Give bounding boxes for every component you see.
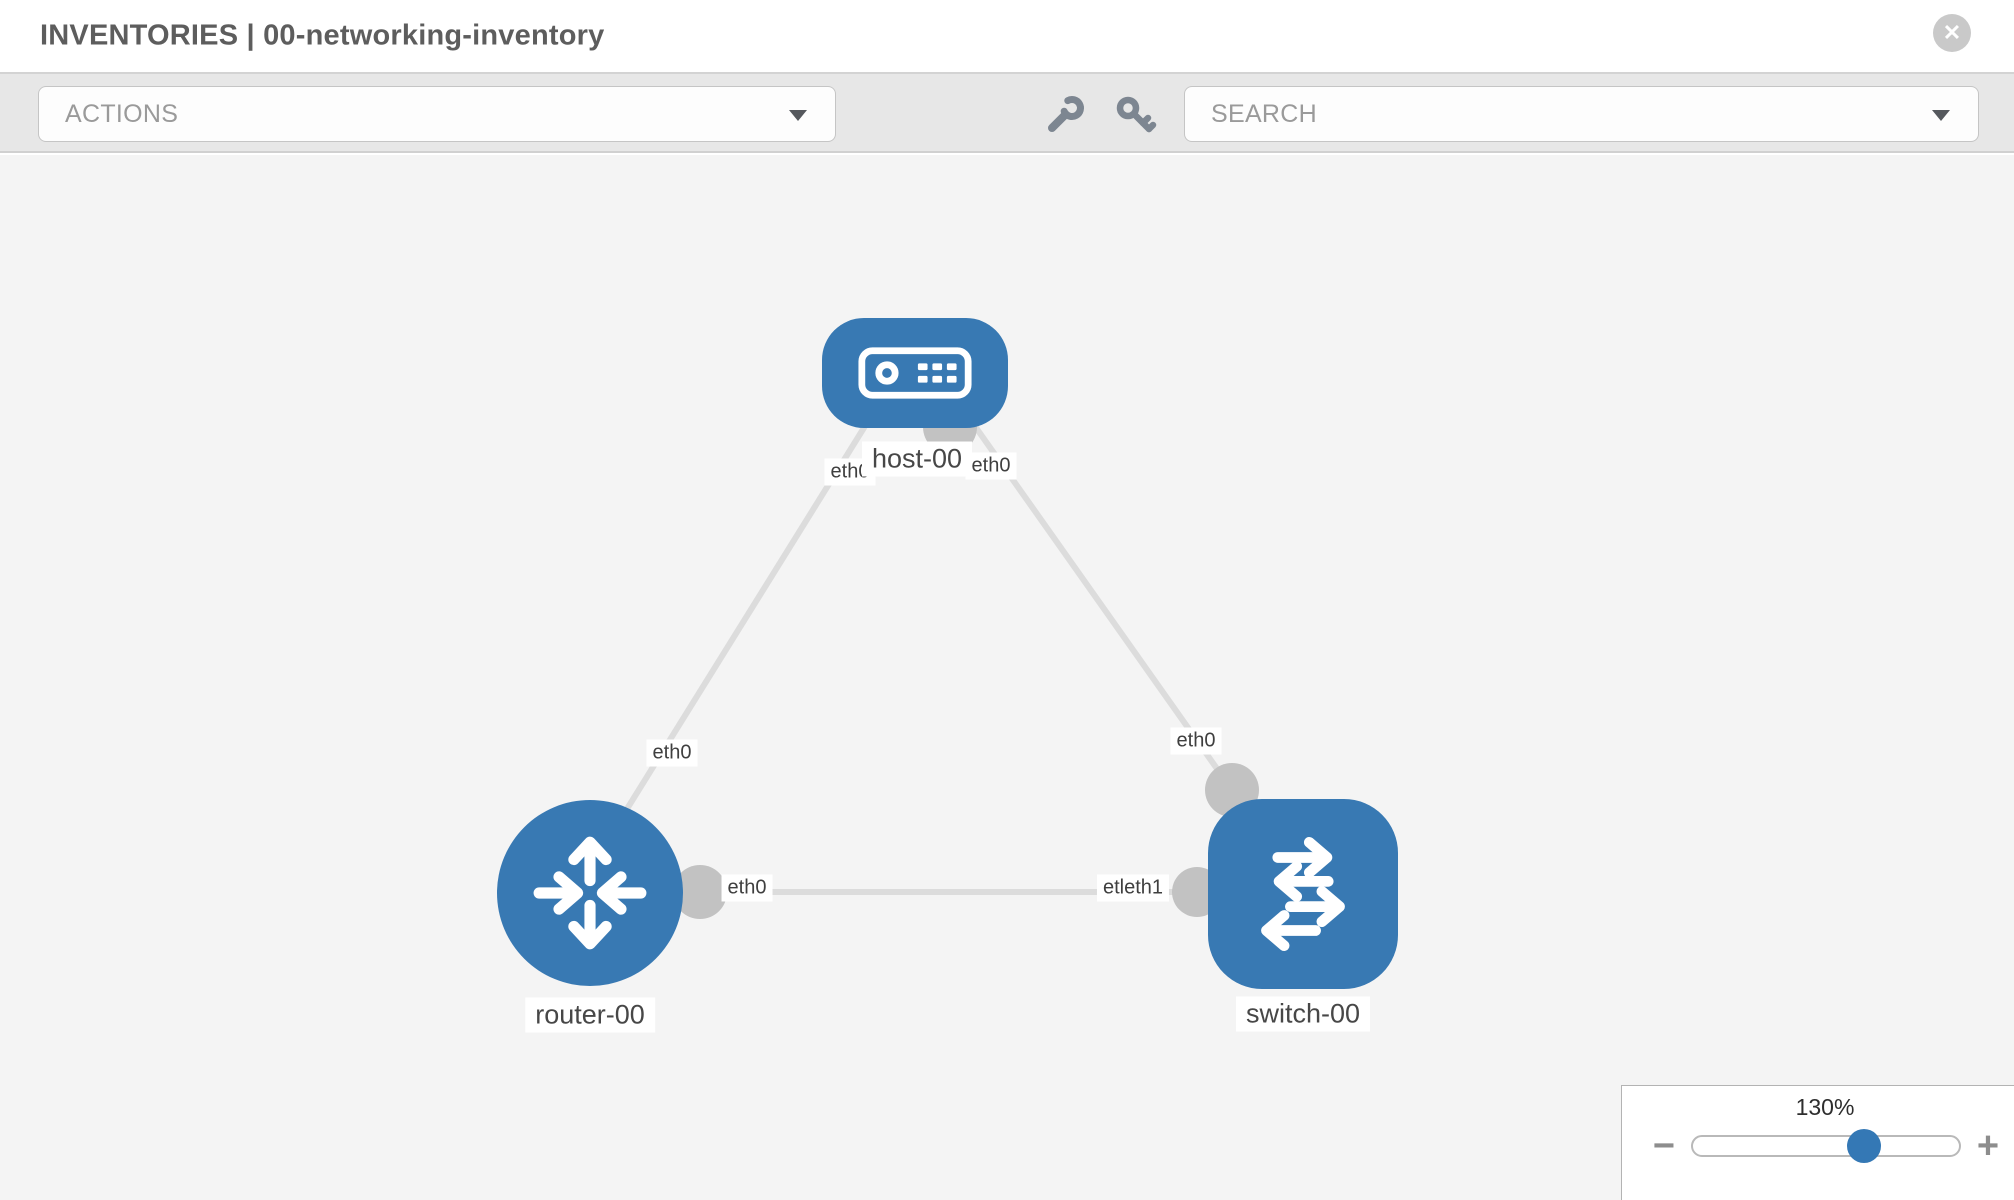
search-dropdown[interactable]: SEARCH bbox=[1184, 86, 1979, 142]
zoom-slider-track[interactable] bbox=[1691, 1135, 1961, 1157]
chevron-down-icon bbox=[1932, 110, 1950, 121]
header: INVENTORIES | 00-networking-inventory ✕ bbox=[0, 0, 2014, 72]
topology-canvas: eth0 eth0 eth0 eth0 eth0 etleth1 host-00… bbox=[0, 155, 2014, 1200]
iface-label: eth0 bbox=[965, 452, 1017, 480]
iface-label: eth0 bbox=[1170, 727, 1222, 755]
search-dropdown-label: SEARCH bbox=[1211, 99, 1317, 128]
key-icon bbox=[1116, 96, 1157, 133]
iface-label: eth0 bbox=[646, 739, 698, 767]
close-icon: ✕ bbox=[1942, 20, 1962, 45]
zoom-panel: 130% − + bbox=[1621, 1085, 2014, 1200]
node-label-host: host-00 bbox=[861, 441, 973, 477]
credentials-button[interactable] bbox=[1110, 90, 1160, 140]
actions-dropdown-label: ACTIONS bbox=[65, 99, 179, 128]
node-host-00[interactable] bbox=[822, 318, 1008, 428]
chevron-down-icon bbox=[789, 110, 807, 121]
host-icon bbox=[858, 347, 972, 399]
topology-links-layer bbox=[609, 400, 1259, 919]
node-router-00[interactable] bbox=[497, 800, 683, 986]
zoom-in-button[interactable]: + bbox=[1976, 1125, 2000, 1167]
iface-label: eth0 bbox=[721, 874, 773, 902]
router-icon bbox=[533, 836, 647, 950]
iface-label: etleth1 bbox=[1096, 874, 1170, 902]
close-button[interactable]: ✕ bbox=[1933, 14, 1971, 52]
node-label-router: router-00 bbox=[525, 997, 655, 1033]
wrench-icon bbox=[1048, 96, 1084, 132]
zoom-slider-thumb[interactable] bbox=[1847, 1129, 1881, 1163]
node-switch-00[interactable] bbox=[1208, 799, 1398, 989]
zoom-level-value: 130% bbox=[1795, 1094, 1855, 1120]
actions-dropdown[interactable]: ACTIONS bbox=[38, 86, 836, 142]
interface-connector bbox=[673, 865, 727, 919]
switch-icon bbox=[1261, 836, 1345, 952]
toolbar: ACTIONS SEARCH bbox=[0, 72, 2014, 153]
page-title: INVENTORIES | 00-networking-inventory bbox=[40, 19, 605, 52]
zoom-out-button[interactable]: − bbox=[1652, 1125, 1676, 1167]
configure-button[interactable] bbox=[1040, 90, 1090, 140]
node-label-switch: switch-00 bbox=[1235, 996, 1371, 1032]
